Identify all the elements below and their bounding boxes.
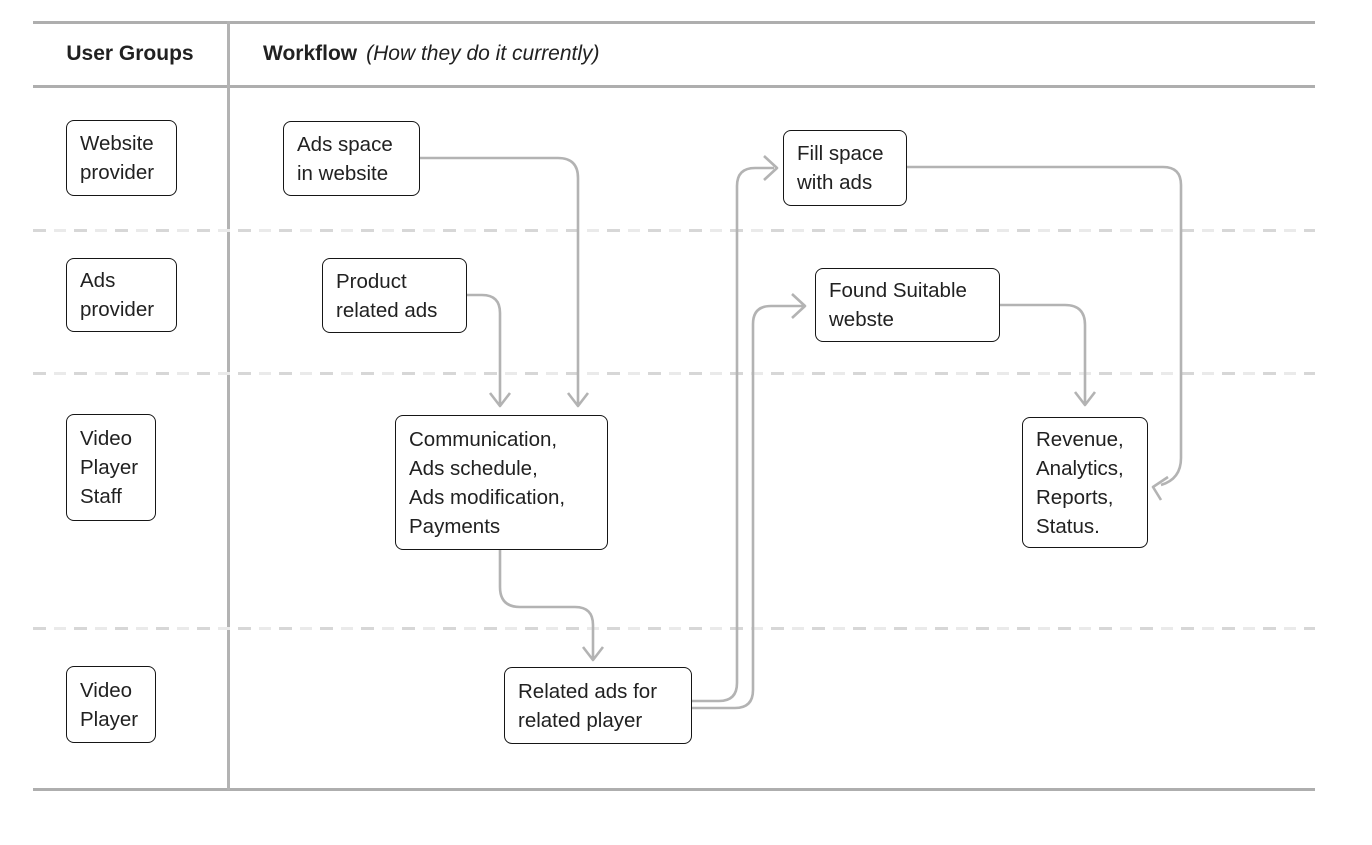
- lane-label-ads-provider: Ads provider: [66, 258, 177, 332]
- lane-separator-1: [33, 229, 1315, 232]
- workflow-header-note: (How they do it currently): [366, 42, 600, 65]
- arrow-found-suitable-to-revenue: [1000, 303, 1097, 407]
- header-divider: [33, 85, 1315, 88]
- arrow-related-ads-to-found-suitable: [692, 293, 807, 710]
- arrow-communication-to-related-ads: [498, 550, 605, 662]
- lane-separator-3: [33, 627, 1315, 630]
- node-ads-space-in-website: Ads space in website: [283, 121, 420, 196]
- user-groups-header: User Groups: [66, 42, 194, 65]
- top-border: [33, 21, 1315, 24]
- arrow-product-related-to-communication: [467, 293, 512, 408]
- node-related-ads-for-related-player: Related ads for related player: [504, 667, 692, 744]
- node-revenue-analytics-reports-status: Revenue, Analytics, Reports, Status.: [1022, 417, 1148, 548]
- workflow-header-title: Workflow: [263, 42, 358, 65]
- node-found-suitable-webste: Found Suitable webste: [815, 268, 1000, 342]
- workflow-header: Workflow (How they do it currently): [263, 23, 600, 85]
- lane-label-website-provider: Website provider: [66, 120, 177, 196]
- node-fill-space-with-ads: Fill space with ads: [783, 130, 907, 206]
- node-product-related-ads: Product related ads: [322, 258, 467, 333]
- bottom-border: [33, 788, 1315, 791]
- column-divider: [227, 21, 230, 790]
- lane-label-video-player: Video Player: [66, 666, 156, 743]
- lane-separator-2: [33, 372, 1315, 375]
- node-communication-ads-schedule: Communication, Ads schedule, Ads modific…: [395, 415, 608, 550]
- arrow-related-ads-to-fill-space: [692, 155, 779, 703]
- lane-label-video-player-staff: Video Player Staff: [66, 414, 156, 521]
